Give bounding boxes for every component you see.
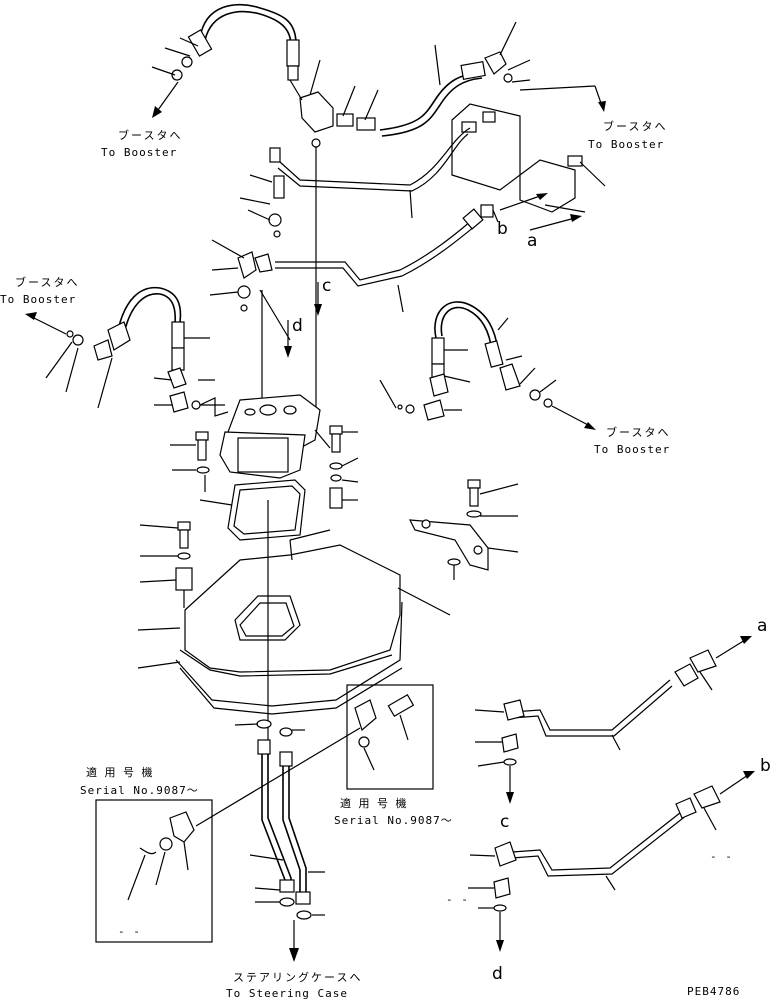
- manifold: [219, 394, 331, 479]
- booster-label-jp-1: ブースタへ: [118, 129, 183, 142]
- block-fitting: [289, 59, 379, 420]
- inset-right: [195, 684, 434, 827]
- booster-label-jp-3: ブースタへ: [15, 276, 80, 289]
- ref-letter-b-right: b: [760, 756, 771, 776]
- middle-tube: [209, 204, 499, 313]
- ref-letter-a-right: a: [757, 616, 768, 636]
- ref-letter-c-bottom: c: [500, 812, 510, 832]
- ref-letter-b-top: b: [497, 219, 508, 239]
- gasket: [199, 479, 306, 760]
- right-bolts: [329, 425, 359, 509]
- serial-label-jp-right: 適 用 号 機: [340, 797, 409, 810]
- left-bolts: [170, 431, 210, 492]
- booster-label-jp-2: ブースタへ: [603, 120, 668, 133]
- booster-label-en-3: To Booster: [0, 293, 77, 306]
- top-hose: [151, 3, 300, 118]
- serial-label-jp-left: 適 用 号 機: [86, 766, 155, 779]
- tube-b: [468, 771, 755, 952]
- steering-label-en: To Steering Case: [226, 987, 348, 1000]
- floor-plate: [137, 529, 403, 715]
- part-code: PEB4786: [687, 985, 741, 998]
- booster-label-jp-4: ブースタへ: [606, 426, 671, 439]
- upper-tube: [239, 127, 471, 238]
- booster-label-en-2: To Booster: [588, 138, 665, 151]
- lower-hoses: [234, 719, 325, 962]
- left-stack: [139, 521, 193, 608]
- serial-label-en-left: Serial No.9087～: [80, 784, 199, 797]
- bracket: [397, 479, 519, 616]
- ref-letter-a-top: a: [527, 231, 538, 251]
- arrows-c-d: [259, 282, 322, 400]
- right-hose: [379, 301, 596, 430]
- valve-body: [451, 103, 606, 231]
- serial-label-en-right: Serial No.9087～: [334, 814, 453, 827]
- dash-mark-lower: - -: [446, 893, 469, 906]
- ref-letter-d-bottom: d: [492, 964, 503, 984]
- right-upper-hose: [379, 21, 606, 137]
- dash-mark-inset: - -: [118, 925, 141, 938]
- inset-left: [95, 799, 213, 943]
- booster-label-en-4: To Booster: [594, 443, 671, 456]
- booster-label-en-1: To Booster: [101, 146, 178, 159]
- dash-mark-right: - -: [710, 850, 733, 863]
- left-hose: [25, 286, 229, 417]
- ref-letter-d-top: d: [292, 316, 303, 336]
- tube-a: [474, 636, 752, 804]
- steering-label-jp: ステアリングケースへ: [233, 971, 363, 984]
- ref-letter-c-top: c: [322, 276, 332, 296]
